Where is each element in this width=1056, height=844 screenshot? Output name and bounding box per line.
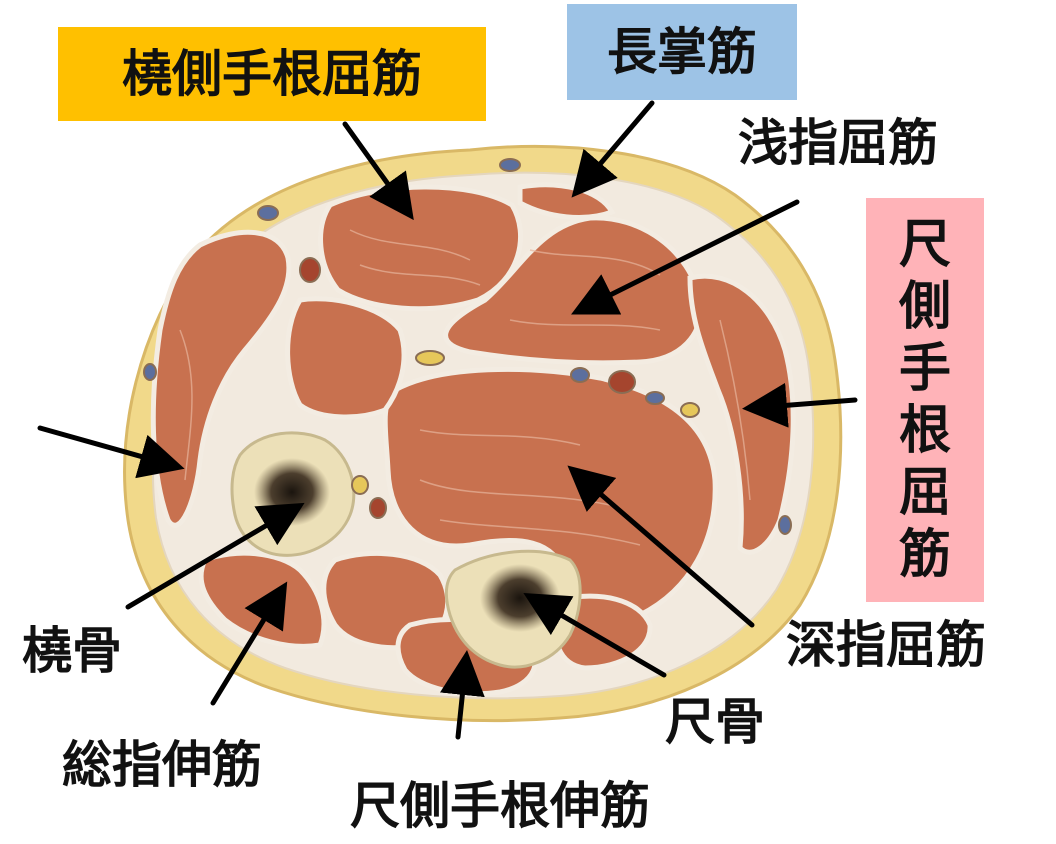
label-palmaris-longus: 長掌筋 bbox=[567, 4, 797, 100]
label-flexor-carpi-radialis: 橈側手根屈筋 bbox=[58, 27, 486, 121]
label-extensor-digitorum: 総指伸筋 bbox=[62, 740, 262, 790]
radius-marrow bbox=[254, 458, 330, 526]
muscle-flexor-carpi-radialis bbox=[321, 187, 521, 309]
label-radius: 橈骨 bbox=[22, 626, 122, 676]
label-flexor-carpi-ulnaris: 尺側手根屈筋 bbox=[866, 198, 984, 602]
muscle-pronator-region bbox=[288, 299, 404, 417]
ulna-marrow bbox=[480, 564, 560, 632]
label-ulna: 尺骨 bbox=[665, 697, 765, 747]
label-flexor-digitorum-profundus: 深指屈筋 bbox=[786, 620, 986, 670]
label-extensor-carpi-ulnaris: 尺側手根伸筋 bbox=[350, 781, 650, 831]
label-flexor-digitorum-superficialis: 浅指屈筋 bbox=[738, 118, 938, 168]
